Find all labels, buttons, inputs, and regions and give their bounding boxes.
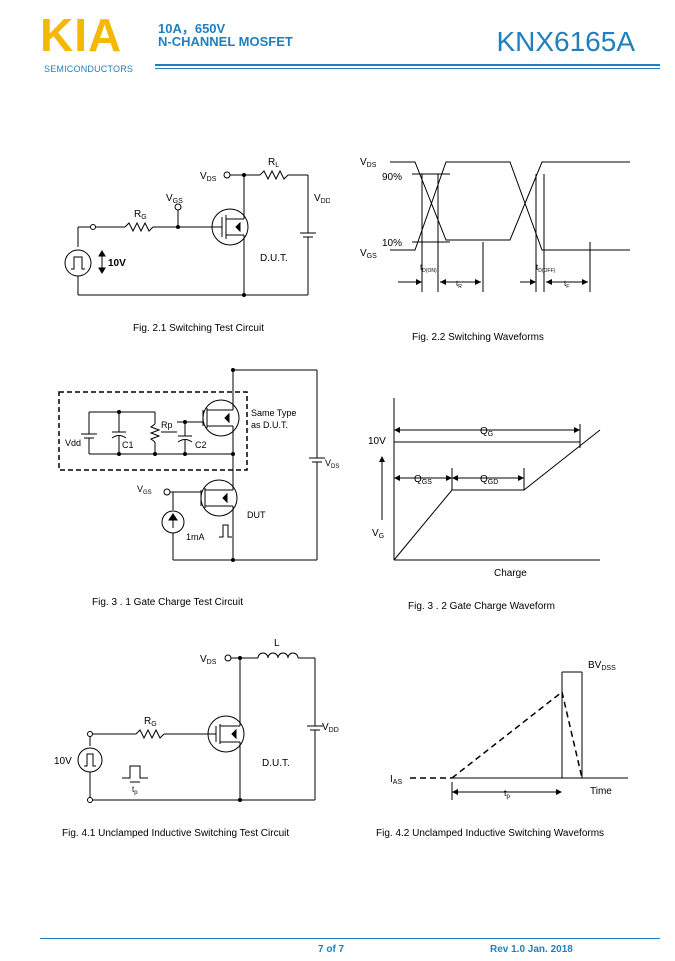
td-off-label: tD(OFF) — [536, 263, 556, 274]
qg-label: QG — [480, 426, 493, 438]
caption-fig-4-1: Fig. 4.1 Unclamped Inductive Switching T… — [62, 828, 290, 839]
time-axis-label: Time — [590, 786, 612, 797]
level-10-label: 10% — [382, 238, 402, 249]
switching-test-circuit: VDS RL VDD VGS RG 10V D.U.T. — [64, 157, 330, 297]
vds-label: VDS — [200, 654, 217, 666]
current-label: 1mA — [186, 532, 205, 542]
qgd-label: QGD — [480, 474, 498, 486]
level-10v-label: 10V — [368, 436, 386, 447]
logo-subtitle: SEMICONDUCTORS — [44, 64, 134, 74]
tp-label: tp — [504, 788, 511, 800]
caption-fig-3-1: Fig. 3 . 1 Gate Charge Test Circuit — [92, 597, 243, 608]
vgs-label: VGS — [137, 484, 152, 496]
rg-label: RG — [144, 716, 157, 728]
company-logo: KIA — [40, 9, 123, 61]
charge-axis-label: Charge — [494, 568, 527, 579]
td-on-label: tD(ON) — [420, 263, 437, 274]
header-rule-thin — [155, 68, 660, 69]
part-number: KNX6165A — [496, 26, 635, 57]
header-device-type: N-CHANNEL MOSFET — [158, 34, 293, 49]
dut-label: D.U.T. — [262, 758, 290, 769]
rg-label: RG — [134, 209, 147, 221]
vg-label: VG — [372, 528, 384, 540]
level-90-label: 90% — [382, 172, 402, 183]
gate-charge-test-circuit: Vdd C1 Rp C2 Same Type as D.U.T. VDS VGS… — [58, 368, 339, 562]
caption-fig-3-2: Fig. 3 . 2 Gate Charge Waveform — [408, 601, 555, 612]
vdd-label: Vdd — [65, 438, 81, 448]
qgs-label: QGS — [414, 474, 432, 486]
ias-label: IAS — [390, 774, 402, 786]
same-type-label: Same Type — [251, 408, 296, 418]
rp-label: Rp — [161, 420, 173, 430]
switching-waveforms: VDS 90% 10% VGS tD(ON) tR tD(OFF) tF — [360, 157, 630, 292]
dut-label: D.U.T. — [260, 253, 288, 264]
caption-fig-2-1: Fig. 2.1 Switching Test Circuit — [133, 323, 264, 334]
vdd-label: VDD — [314, 193, 330, 205]
pulse-voltage-label: 10V — [108, 258, 126, 269]
rl-label: RL — [268, 157, 279, 169]
bvdss-label: BVDSS — [588, 660, 616, 672]
vgs-label: VGS — [166, 193, 183, 205]
page-number: 7 of 7 — [318, 944, 345, 955]
c1-label: C1 — [122, 440, 134, 450]
footer-rule — [40, 938, 660, 939]
inductor-label: L — [274, 638, 280, 649]
page-header: KIA SEMICONDUCTORS 10A，650V N-CHANNEL MO… — [0, 0, 675, 80]
vds-label: VDS — [200, 171, 217, 183]
uis-waveforms: BVDSS IAS tp Time — [390, 660, 628, 800]
caption-fig-2-2: Fig. 2.2 Switching Waveforms — [412, 332, 544, 343]
revision-label: Rev 1.0 Jan. 2018 — [490, 944, 573, 955]
c2-label: C2 — [195, 440, 207, 450]
vgs-label: VGS — [360, 248, 377, 260]
as-dut-label: as D.U.T. — [251, 420, 288, 430]
dut-label: DUT — [247, 510, 266, 520]
tf-label: tF — [564, 279, 569, 290]
gate-charge-waveform: 10V QG QGS QGD VG Charge — [368, 398, 601, 579]
vds-label: VDS — [360, 157, 377, 169]
tr-label: tR — [456, 279, 462, 290]
header-rating: 10A，650V — [158, 21, 226, 36]
pulse-voltage-label: 10V — [54, 756, 72, 767]
caption-fig-4-2: Fig. 4.2 Unclamped Inductive Switching W… — [376, 828, 605, 839]
uis-test-circuit: VDS L VDD RG 10V D.U.T. tp — [54, 638, 339, 803]
vdd-label: VDD — [322, 722, 339, 734]
vds-label: VDS — [325, 458, 339, 470]
tp-label: tp — [132, 785, 138, 796]
header-rule — [155, 64, 660, 66]
